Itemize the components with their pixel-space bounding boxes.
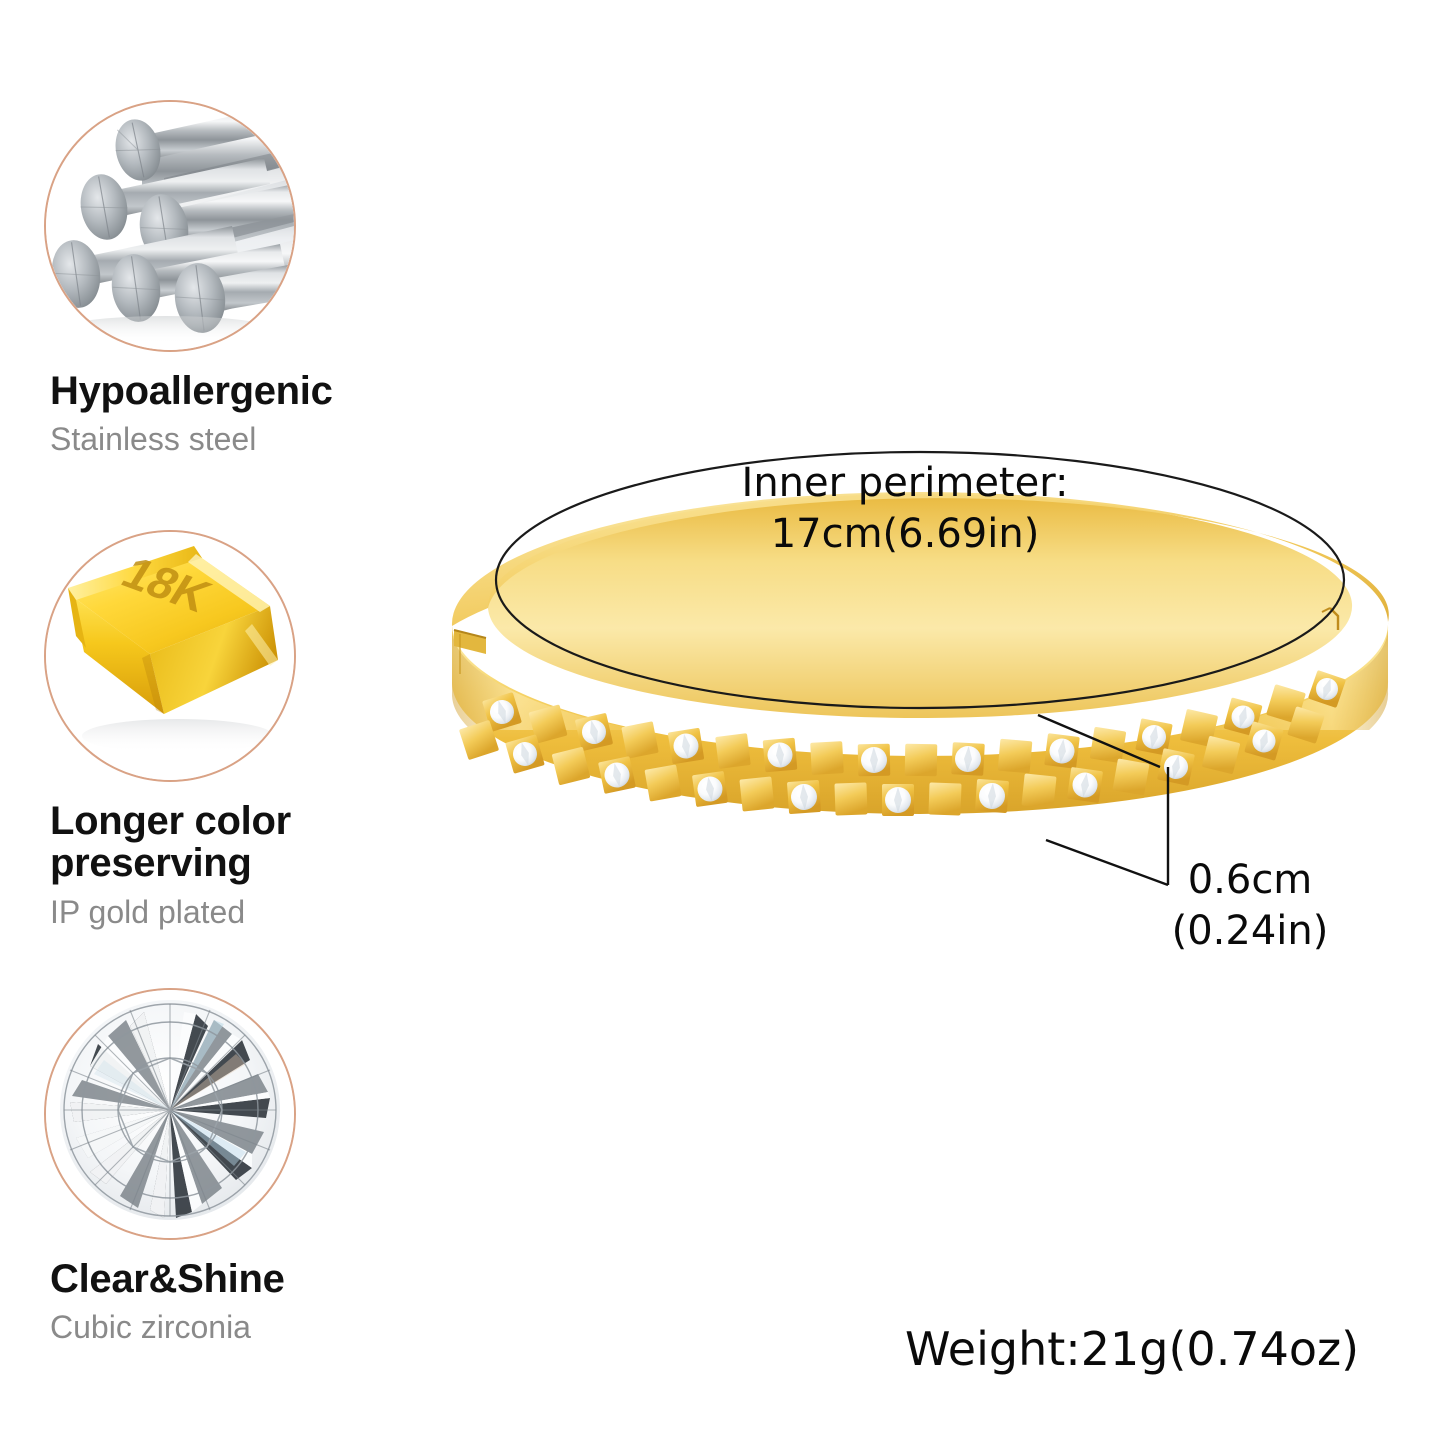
steel-rods-badge	[44, 100, 296, 352]
inner-perimeter-label: Inner perimeter: 17cm(6.69in)	[705, 458, 1105, 560]
width-line1: 0.6cm	[1187, 857, 1313, 903]
gold-bar-badge: 18K	[44, 530, 296, 782]
feature-subtitle: Cubic zirconia	[50, 1309, 251, 1346]
gold-bangle-bracelet	[430, 430, 1410, 950]
feature-title: Clear&Shine	[50, 1257, 285, 1301]
feature-subtitle: Stainless steel	[50, 421, 257, 458]
perimeter-line1: Inner perimeter:	[741, 460, 1069, 506]
stone-row-bottom	[459, 706, 1325, 816]
feature-title: Hypoallergenic	[50, 369, 333, 413]
weight-label: Weight:21g(0.74oz)	[905, 1322, 1360, 1376]
perimeter-line2: 17cm(6.69in)	[770, 511, 1040, 558]
feature-title-line1: Longer color	[50, 799, 291, 843]
feature-title-line2: preserving	[50, 841, 252, 886]
diamond-badge	[44, 988, 296, 1240]
inner-perimeter-ellipse	[494, 450, 1346, 710]
stone-row-top	[482, 670, 1346, 777]
width-line2: (0.24in)	[1171, 908, 1329, 955]
steel-rods-icon	[46, 102, 294, 350]
bangle-inner-wall	[487, 493, 1353, 719]
diamond-icon	[46, 990, 294, 1238]
bangle-hinge-left	[453, 629, 487, 674]
feature-block-hypoallergenic: Hypoallergenic Stainless steel	[0, 100, 400, 458]
band-width-label: 0.6cm (0.24in)	[1140, 855, 1360, 957]
width-dimension-bracket	[1037, 713, 1170, 887]
bangle-outer-band	[452, 622, 1389, 814]
gold-bar-icon: 18K	[46, 532, 294, 780]
feature-subtitle: IP gold plated	[50, 893, 246, 930]
feature-block-clear-and-shine: Clear&Shine Cubic zirconia	[0, 988, 400, 1346]
bangle-stone-pattern	[459, 670, 1346, 816]
diamond-facets	[63, 1003, 277, 1218]
